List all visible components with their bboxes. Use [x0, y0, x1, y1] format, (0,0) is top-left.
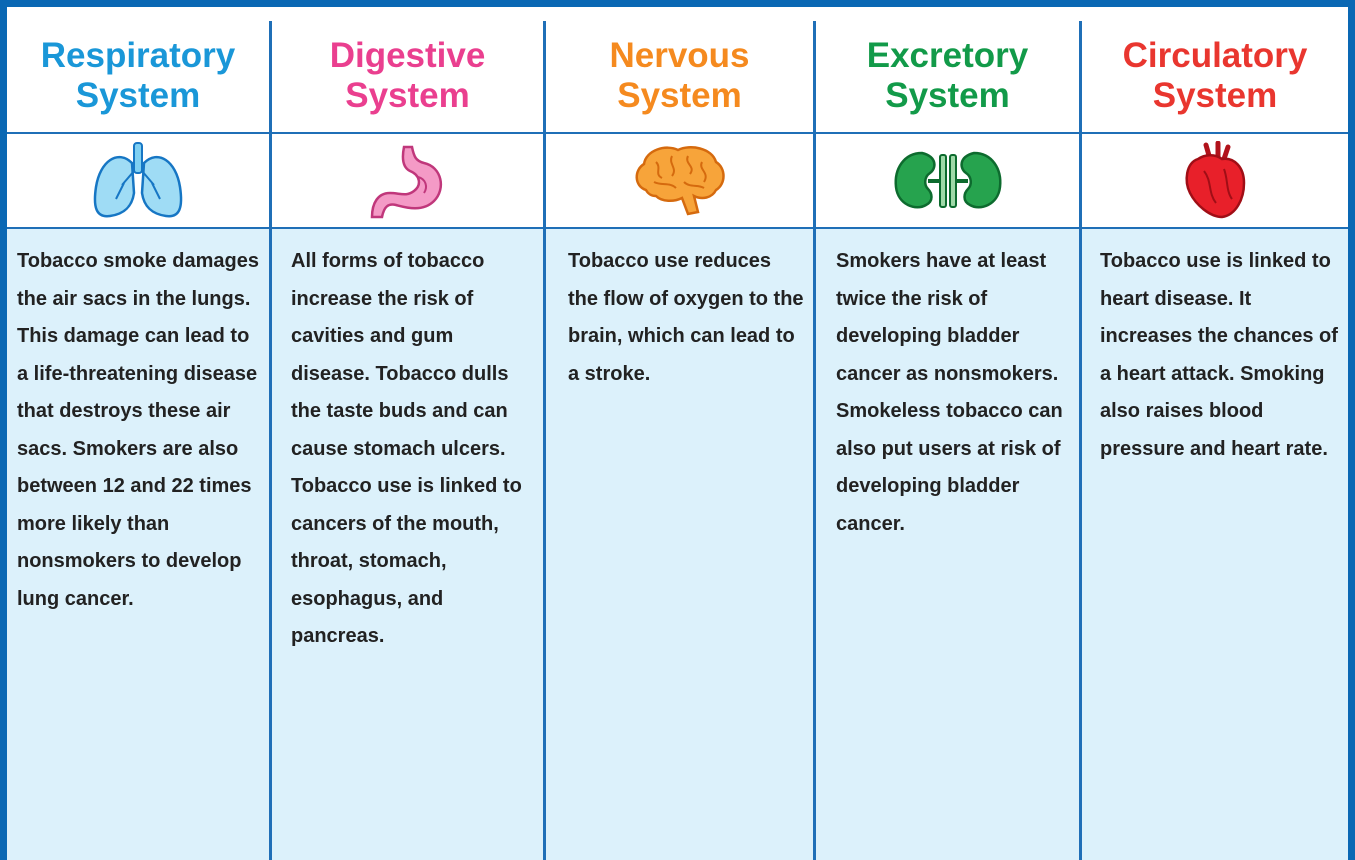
column-title-nervous: Nervous System — [546, 21, 813, 131]
column-divider — [1079, 21, 1082, 860]
title-line: Digestive — [329, 36, 486, 75]
title-line: System — [1152, 76, 1278, 115]
column-title-digestive: Digestive System — [272, 21, 543, 131]
icon-divider — [7, 227, 1348, 229]
header-divider — [7, 132, 1348, 134]
heart-icon — [1082, 138, 1348, 224]
lungs-icon — [7, 138, 269, 224]
column-title-respiratory: Respiratory System — [7, 21, 269, 131]
title-line: System — [617, 76, 742, 115]
title-line: System — [885, 76, 1010, 115]
column-divider — [813, 21, 816, 860]
title-line: Circulatory — [1122, 36, 1308, 75]
column-text-respiratory: Tobacco smoke damages the air sacs in th… — [17, 250, 259, 610]
title-line: Nervous — [609, 36, 750, 75]
kidneys-icon — [816, 138, 1079, 224]
title-line: Excretory — [866, 36, 1029, 75]
stomach-icon — [272, 138, 543, 224]
column-text-nervous: Tobacco use reduces the flow of oxygen t… — [568, 250, 804, 385]
title-line: Respiratory — [40, 36, 236, 75]
column-divider — [543, 21, 546, 860]
column-title-excretory: Excretory System — [816, 21, 1079, 131]
title-line: System — [345, 76, 470, 115]
column-title-circulatory: Circulatory System — [1082, 21, 1348, 131]
brain-icon — [546, 138, 813, 224]
header-row — [7, 7, 1348, 132]
title-line: System — [75, 76, 201, 115]
column-text-excretory: Smokers have at least twice the risk of … — [836, 250, 1063, 535]
column-divider — [269, 21, 272, 860]
column-text-digestive: All forms of tobacco increase the risk o… — [291, 250, 522, 647]
column-text-circulatory: Tobacco use is linked to heart disease. … — [1100, 250, 1338, 460]
